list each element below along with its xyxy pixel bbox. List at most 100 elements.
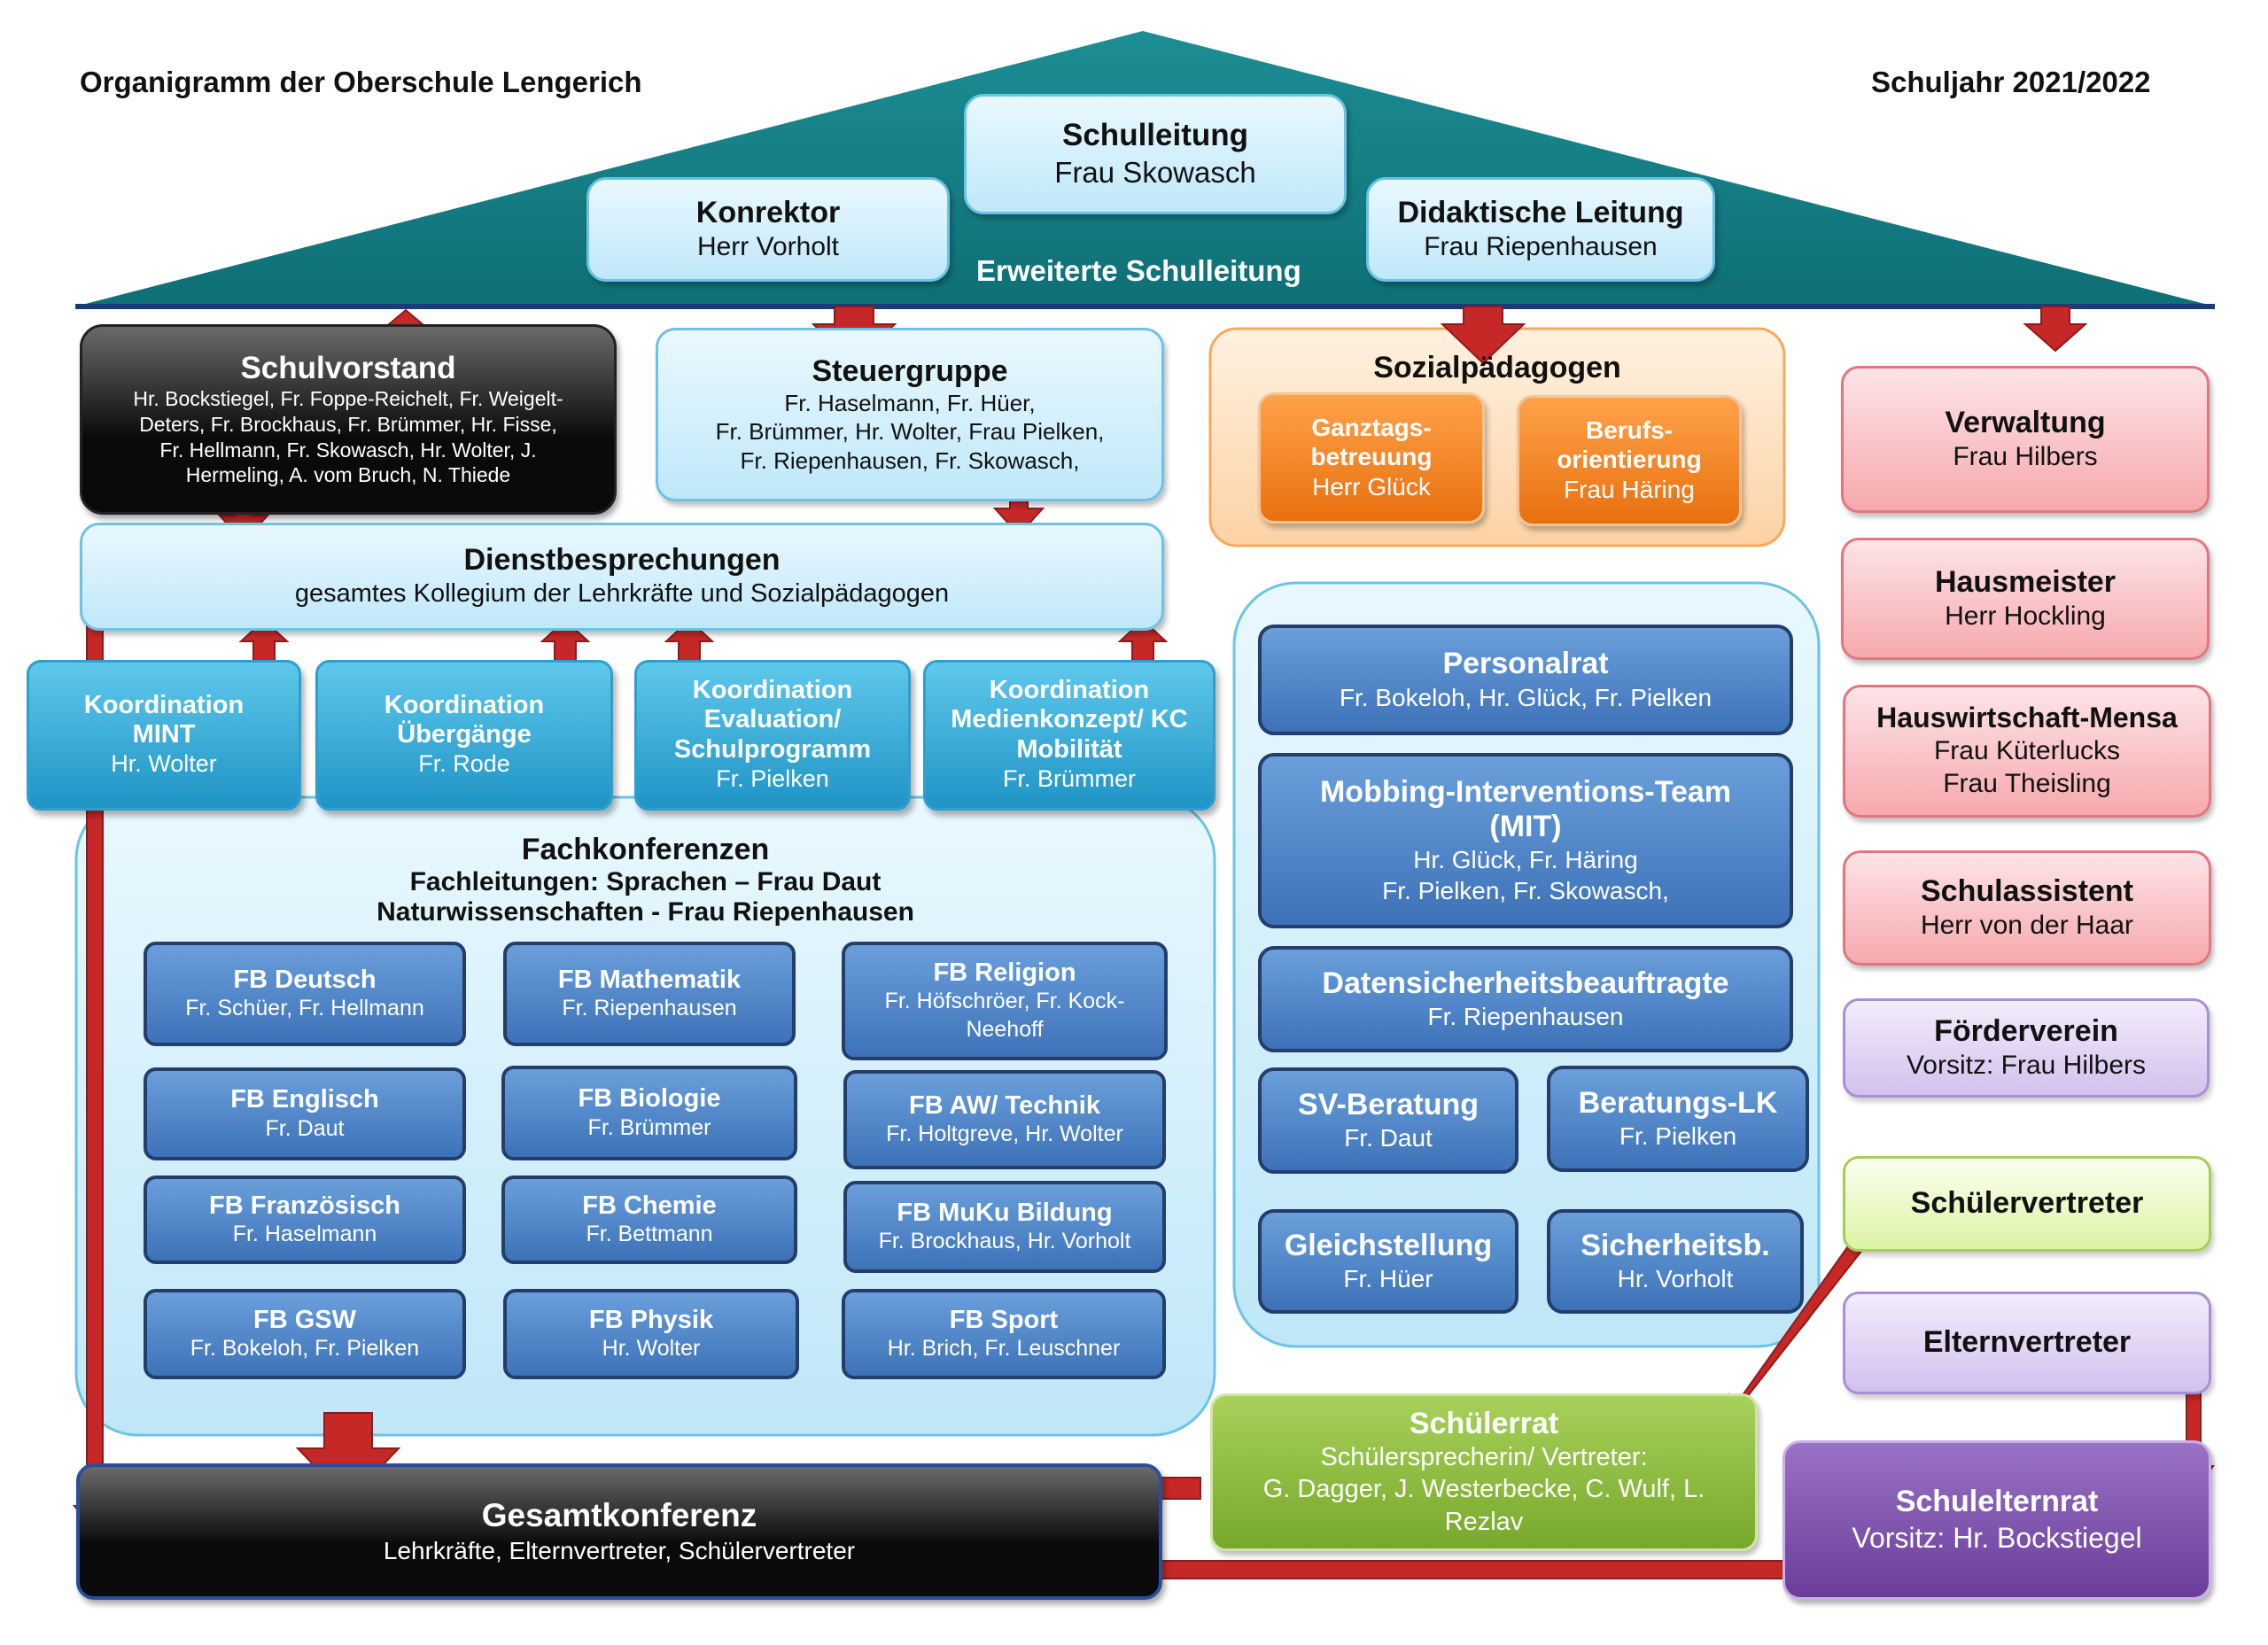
schulassistent-box: Schulassistent Herr von der Haar <box>1843 850 2211 966</box>
koord-line: Übergänge <box>397 720 532 749</box>
fb-chemie: FB Chemie Fr. Bettmann <box>501 1176 797 1264</box>
fb-title: FB Religion <box>933 958 1076 988</box>
koord-line: Koordination <box>384 690 545 719</box>
fb-members: Neehoff <box>966 1016 1044 1042</box>
personalrat-box: Personalrat Fr. Bokeloh, Hr. Glück, Fr. … <box>1258 625 1793 735</box>
ganztag-box: Ganztags- betreuung Herr Glück <box>1258 392 1485 524</box>
arrow-elternrat-gesamt <box>1060 1548 1830 1592</box>
fb-members: Fr. Brockhaus, Hr. Vorholt <box>878 1229 1131 1254</box>
mit-box: Mobbing-Interventions-Team (MIT) Hr. Glü… <box>1258 753 1793 928</box>
fachkonferenzen-sub: Naturwissenschaften - Frau Riepenhausen <box>377 897 914 927</box>
fb-sport: FB Sport Hr. Brich, Fr. Leuschner <box>842 1289 1166 1379</box>
sv-beratung-name: Fr. Daut <box>1344 1124 1433 1152</box>
fb-title: FB Chemie <box>582 1191 717 1220</box>
school-year: Schuljahr 2021/2022 <box>1871 66 2151 98</box>
schuelerrat-line: Schülersprecherin/ Vertreter: <box>1320 1443 1648 1472</box>
arrow-roof-verwaltung <box>2023 306 2088 353</box>
sozial-title: Sozialpädagogen <box>1373 351 1621 384</box>
hausmeister-title: Hausmeister <box>1934 564 2117 599</box>
koord-name: Fr. Pielken <box>716 765 829 793</box>
schulvorstand-line: Deters, Fr. Brockhaus, Fr. Brümmer, Hr. … <box>139 412 557 436</box>
steuergruppe-line: Fr. Brümmer, Hr. Wolter, Frau Pielken, <box>715 418 1105 446</box>
koord-name: Fr. Brümmer <box>1002 765 1136 793</box>
datenschutz-name: Fr. Riepenhausen <box>1427 1003 1624 1031</box>
koord-name: Fr. Rode <box>418 750 510 778</box>
koord-line: Schulprogramm <box>673 734 872 764</box>
fb-title: FB Deutsch <box>233 965 377 994</box>
fb-title: FB MuKu Bildung <box>897 1198 1113 1227</box>
fb-mathematik: FB Mathematik Fr. Riepenhausen <box>503 942 796 1046</box>
berufs-box: Berufs- orientierung Frau Häring <box>1517 395 1742 526</box>
fb-title: FB Physik <box>588 1305 714 1334</box>
mensa-box: Hauswirtschaft-Mensa Frau Küterlucks Fra… <box>1843 685 2211 818</box>
dienst-sub: gesamtes Kollegium der Lehrkräfte und So… <box>294 579 950 609</box>
schulvorstand-title: Schulvorstand <box>240 350 456 385</box>
sicherheit-name: Hr. Vorholt <box>1617 1265 1734 1293</box>
schuelervertreter-box: Schülervertreter <box>1843 1156 2211 1252</box>
koord-line: Koordination <box>83 690 245 719</box>
schuelervertreter-title: Schülervertreter <box>1910 1186 2144 1221</box>
koord-line: Medienkonzept/ KC <box>951 705 1188 734</box>
fb-title: FB Englisch <box>230 1085 379 1114</box>
sicherheit-title: Sicherheitsb. <box>1581 1228 1770 1262</box>
steuergruppe-box: Steuergruppe Fr. Haselmann, Fr. Hüer, Fr… <box>656 328 1164 501</box>
verwaltung-name: Frau Hilbers <box>1953 441 2098 471</box>
gleichstellung-box: Gleichstellung Fr. Hüer <box>1258 1209 1518 1314</box>
gesamtkonferenz-box: Gesamtkonferenz Lehrkräfte, Elternvertre… <box>76 1463 1162 1600</box>
fb-members: Fr. Bokeloh, Fr. Pielken <box>190 1336 420 1362</box>
koord-line: Mobilität <box>1016 734 1122 764</box>
didaktik-box: Didaktische Leitung Frau Riepenhausen <box>1366 177 1715 282</box>
mit-members: Hr. Glück, Fr. Häring <box>1413 846 1638 874</box>
didaktik-title: Didaktische Leitung <box>1397 195 1684 229</box>
fb-members: Hr. Wolter <box>602 1336 701 1362</box>
beratungs-lk-name: Fr. Pielken <box>1619 1122 1737 1151</box>
fb-aw-technik: FB AW/ Technik Fr. Holtgreve, Hr. Wolter <box>843 1070 1166 1169</box>
mensa-title: Hauswirtschaft-Mensa <box>1876 702 2178 734</box>
ganztag-line: Ganztags- <box>1311 414 1432 442</box>
fb-title: FB GSW <box>253 1305 356 1334</box>
steuergruppe-line: Fr. Riepenhausen, Fr. Skowasch, <box>740 446 1080 474</box>
fb-members: Fr. Bettmann <box>586 1222 713 1247</box>
fb-muku-bildung: FB MuKu Bildung Fr. Brockhaus, Hr. Vorho… <box>843 1181 1166 1273</box>
beratungs-lk-title: Beratungs-LK <box>1578 1085 1778 1120</box>
schulassistent-title: Schulassistent <box>1921 873 2133 908</box>
fb-members: Fr. Höfschröer, Fr. Kock- <box>884 989 1125 1014</box>
schuelerrat-line: Rezlav <box>1444 1507 1524 1536</box>
koordination-mint: Koordination MINT Hr. Wolter <box>27 660 301 811</box>
koordination-evaluation: Koordination Evaluation/ Schulprogramm F… <box>634 660 911 811</box>
mit-members: Fr. Pielken, Fr. Skowasch, <box>1382 877 1669 905</box>
fb-gsw: FB GSW Fr. Bokeloh, Fr. Pielken <box>144 1289 466 1379</box>
schulvorstand-line: Hermeling, A. vom Bruch, N. Thiede <box>185 463 511 487</box>
berufs-line: orientierung <box>1557 445 1702 473</box>
steuergruppe-line: Fr. Haselmann, Fr. Hüer, <box>784 389 1036 416</box>
sv-beratung-title: SV-Beratung <box>1297 1087 1480 1121</box>
schulleitung-box: Schulleitung Frau Skowasch <box>964 94 1347 214</box>
foerderverein-name: Vorsitz: Frau Hilbers <box>1906 1050 2147 1080</box>
fb-title: FB Mathematik <box>557 965 742 994</box>
konrektor-name: Herr Vorholt <box>696 231 840 261</box>
datenschutz-box: Datensicherheitsbeauftragte Fr. Riepenha… <box>1258 946 1793 1052</box>
mensa-name: Frau Theisling <box>1943 769 2111 799</box>
fb-members: Fr. Schüer, Fr. Hellmann <box>185 996 424 1021</box>
fachkonferenzen-heading: Fachkonferenzen <box>521 833 770 866</box>
fb-englisch: FB Englisch Fr. Daut <box>144 1067 466 1160</box>
schuelerrat-box: Schülerrat Schülersprecherin/ Vertreter:… <box>1210 1393 1758 1551</box>
mit-title: Mobbing-Interventions-Team <box>1319 774 1732 809</box>
fb-biologie: FB Biologie Fr. Brümmer <box>501 1066 797 1160</box>
dienst-title: Dienstbesprechungen <box>463 543 781 578</box>
ganztag-name: Herr Glück <box>1312 472 1431 500</box>
fb-members: Fr. Daut <box>265 1115 345 1141</box>
schuelerrat-title: Schülerrat <box>1409 1407 1559 1441</box>
schulelternrat-box: Schulelternrat Vorsitz: Hr. Bockstiegel <box>1783 1440 2211 1600</box>
fb-deutsch: FB Deutsch Fr. Schüer, Fr. Hellmann <box>144 942 466 1046</box>
didaktik-name: Frau Riepenhausen <box>1424 231 1658 261</box>
schulvorstand-box: Schulvorstand Hr. Bockstiegel, Fr. Foppe… <box>80 324 617 515</box>
hausmeister-box: Hausmeister Herr Hockling <box>1841 538 2210 660</box>
schulvorstand-line: Fr. Hellmann, Fr. Skowasch, Hr. Wolter, … <box>159 438 537 462</box>
page-title: Organigramm der Oberschule Lengerich <box>80 66 642 98</box>
fb-physik: FB Physik Hr. Wolter <box>503 1289 799 1379</box>
fb-members: Hr. Brich, Fr. Leuschner <box>887 1336 1121 1362</box>
fb-members: Fr. Haselmann <box>232 1222 377 1247</box>
foerderverein-title: Förderverein <box>1934 1013 2118 1048</box>
